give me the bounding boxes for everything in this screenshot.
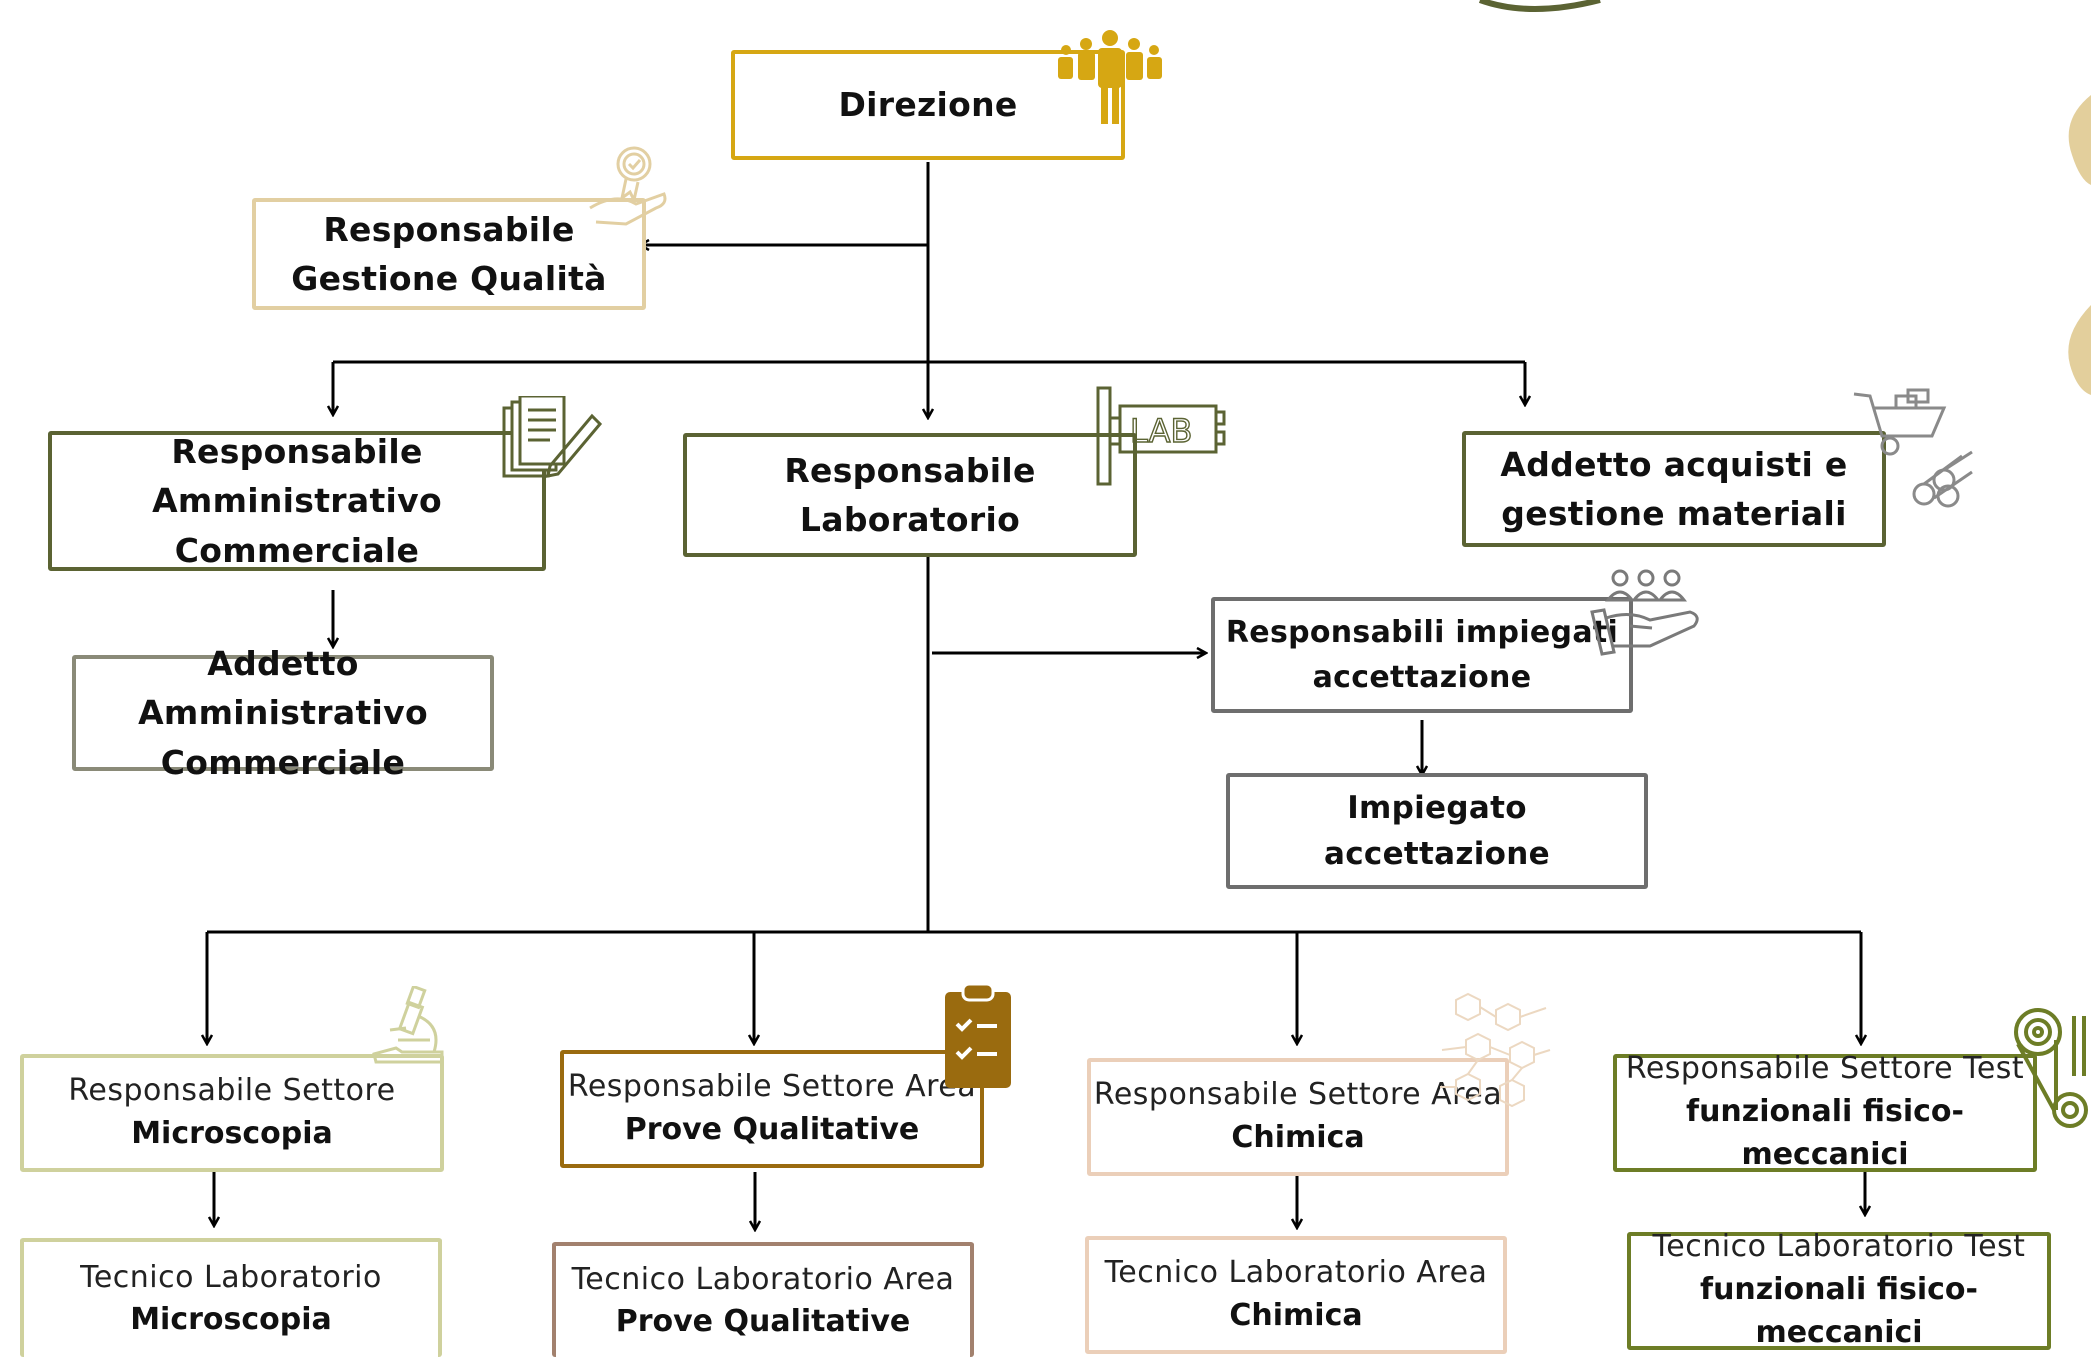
- node-chim-line1: Responsabile Settore Area: [1093, 1077, 1503, 1112]
- certificate-hand-icon: [589, 146, 667, 226]
- node-addetto-acquisti[interactable]: Addetto acquisti e gestione materiali: [1462, 431, 1886, 547]
- node-chim-line2: Chimica: [1231, 1119, 1365, 1155]
- node-lab-line1: Responsabile: [784, 450, 1036, 490]
- node-amm-line1: Responsabile: [171, 431, 423, 471]
- node-resp-acc-line1: Responsabili impiegati: [1225, 615, 1619, 650]
- lab-sign-icon: LAB: [1096, 386, 1226, 486]
- node-settore-chimica[interactable]: Responsabile Settore Area Chimica: [1087, 1058, 1509, 1176]
- wheelbarrow-logs-icon: [1853, 388, 1973, 508]
- node-tecnico-meccanici[interactable]: Tecnico Laboratorio Test funzionali fisi…: [1627, 1229, 2051, 1350]
- node-tecnico-prove-qualitative[interactable]: Tecnico Laboratorio Area Prove Qualitati…: [552, 1242, 974, 1357]
- decorative-blob-right-2: [2068, 305, 2091, 395]
- node-micro-line1: Responsabile Settore: [68, 1073, 396, 1108]
- node-qual-line1: Responsabile Settore Area: [567, 1069, 977, 1104]
- node-resp-acc-line2: accettazione: [1312, 660, 1532, 695]
- team-icon: [1058, 30, 1162, 124]
- node-amm-line3: Commerciale: [174, 530, 420, 570]
- documents-pen-icon: [502, 396, 602, 478]
- node-qual-line2: Prove Qualitative: [624, 1111, 920, 1147]
- clipboard-check-icon: [945, 982, 1011, 1088]
- gears-icon: [2014, 1008, 2088, 1128]
- node-settore-meccanici[interactable]: Responsabile Settore Test funzionali fis…: [1613, 1051, 2037, 1172]
- node-responsabili-accettazione[interactable]: Responsabili impiegati accettazione: [1211, 597, 1633, 713]
- node-tecnico-chimica[interactable]: Tecnico Laboratorio Area Chimica: [1085, 1236, 1507, 1354]
- node-tec-micro-line1: Tecnico Laboratorio: [80, 1259, 382, 1295]
- people-hand-icon: [1590, 569, 1699, 656]
- molecules-icon: [1440, 992, 1551, 1108]
- node-tec-chim-line2: Chimica: [1229, 1297, 1363, 1333]
- node-tec-chim-line1: Tecnico Laboratorio Area: [1104, 1255, 1488, 1290]
- svg-text:LAB: LAB: [1130, 412, 1192, 450]
- node-impiegato-accettazione[interactable]: Impiegato accettazione: [1226, 773, 1648, 889]
- node-qualita-line2: Gestione Qualità: [291, 259, 607, 298]
- node-tecnico-microscopia[interactable]: Tecnico Laboratorio Microscopia: [20, 1238, 442, 1357]
- node-tec-qual-line1: Tecnico Laboratorio Area: [571, 1261, 955, 1297]
- node-tec-mecc-line1: Tecnico Laboratorio Test: [1652, 1229, 2026, 1265]
- node-addetto-amministrativo[interactable]: Addetto Amministrativo Commerciale: [72, 644, 494, 782]
- node-responsabile-laboratorio[interactable]: Responsabile Laboratorio: [683, 433, 1137, 557]
- node-tec-qual-line2: Prove Qualitative: [615, 1304, 911, 1339]
- node-lab-line2: Laboratorio: [799, 500, 1021, 539]
- node-settore-prove-qualitative[interactable]: Responsabile Settore Area Prove Qualitat…: [560, 1050, 984, 1168]
- node-responsabile-amministrativo[interactable]: Responsabile Amministrativo Commerciale: [48, 431, 546, 571]
- node-tec-micro-line2: Microscopia: [130, 1302, 332, 1337]
- node-qualita-line1: Responsabile: [323, 209, 575, 249]
- node-acquisti-line2: gestione materiali: [1501, 494, 1847, 533]
- node-acquisti-line1: Addetto acquisti e: [1500, 444, 1848, 484]
- node-imp-acc-label: Impiegato accettazione: [1324, 789, 1550, 873]
- node-tec-mecc-line2: funzionali fisico-meccanici: [1700, 1271, 1978, 1351]
- node-mecc-line1: Responsabile Settore Test: [1625, 1051, 2025, 1087]
- node-responsabile-qualita[interactable]: Responsabile Gestione Qualità: [252, 198, 646, 310]
- node-addetto-amm-line2: Commerciale: [160, 742, 406, 782]
- node-mecc-line2: funzionali fisico-meccanici: [1686, 1093, 1964, 1173]
- node-micro-line2: Microscopia: [131, 1115, 333, 1151]
- node-addetto-amm-line1: Addetto Amministrativo: [138, 643, 428, 733]
- node-direzione-label: Direzione: [838, 85, 1018, 125]
- microscope-icon: [372, 986, 444, 1064]
- node-amm-line2: Amministrativo: [152, 481, 442, 521]
- decorative-blob-right-1: [2068, 95, 2091, 185]
- decorative-leaf-top: [1478, 0, 1601, 12]
- node-settore-microscopia[interactable]: Responsabile Settore Microscopia: [20, 1054, 444, 1172]
